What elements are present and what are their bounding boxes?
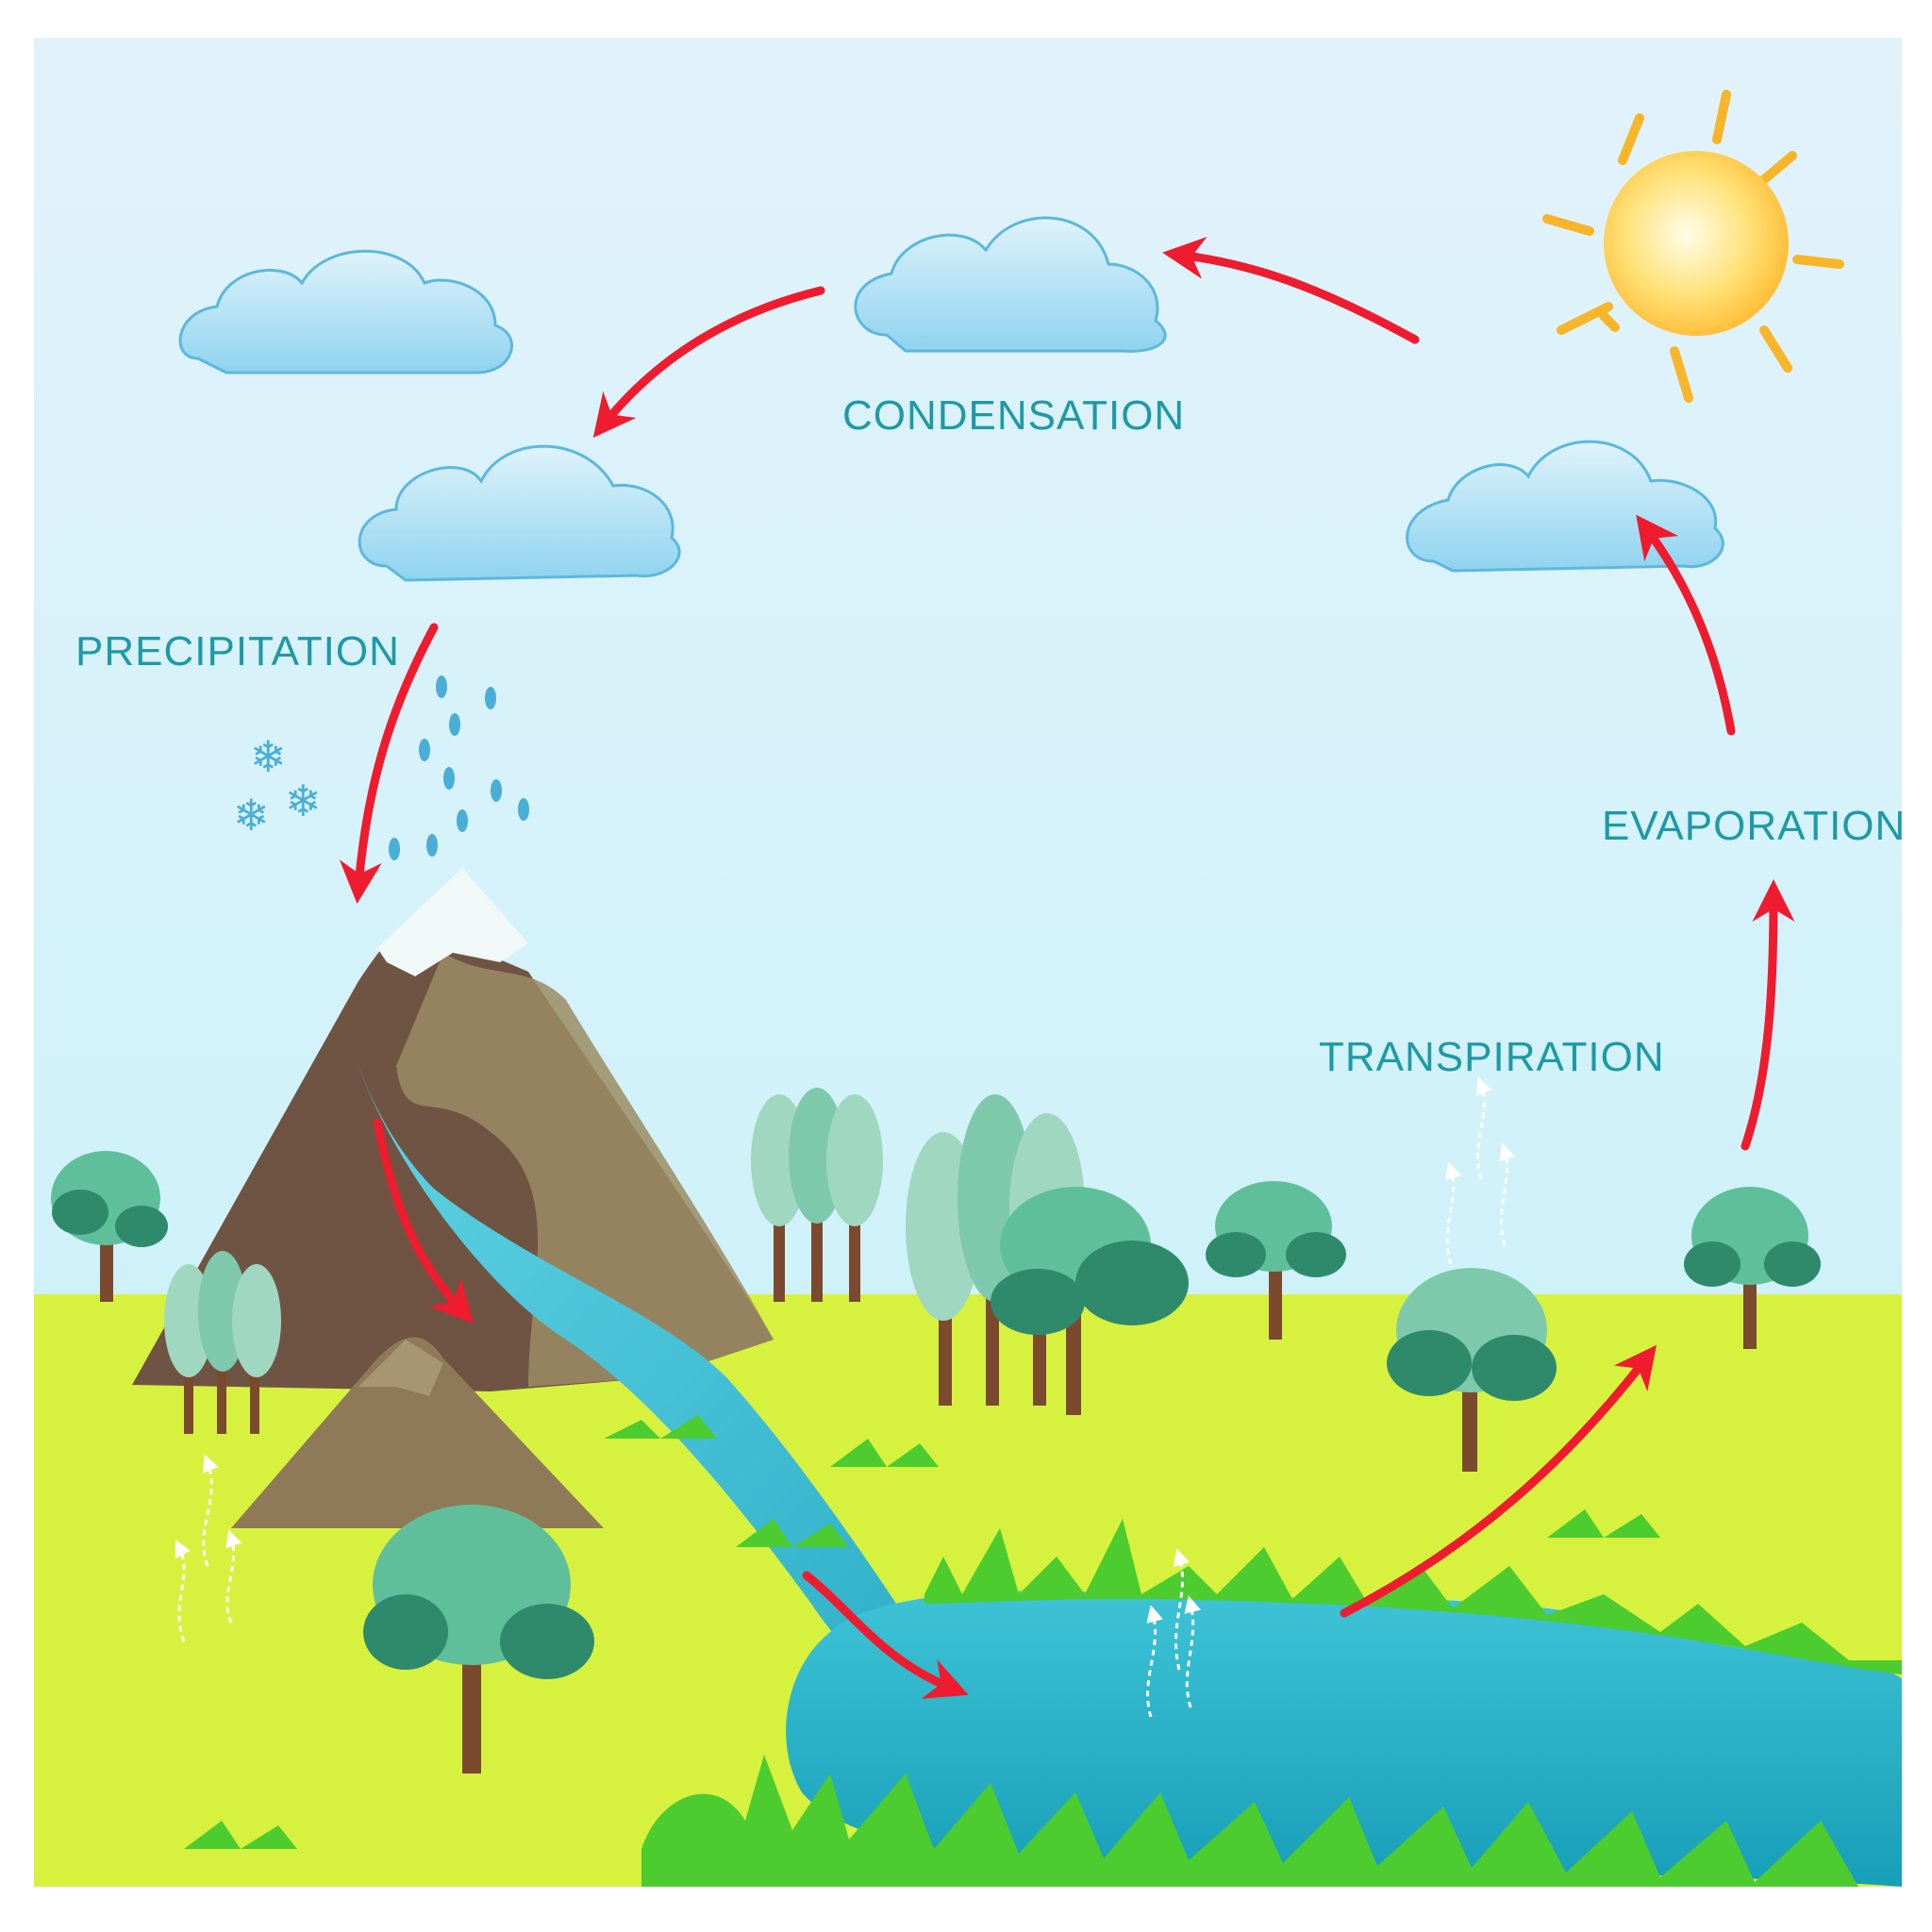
condensation-label: CONDENSATION — [842, 392, 1185, 439]
cloud-icon — [358, 444, 681, 582]
tree-icon — [991, 1187, 1189, 1415]
precipitation-label: PRECIPITATION — [75, 628, 400, 675]
mountain-icon — [132, 868, 774, 1391]
tree-icon — [363, 1505, 594, 1774]
mountain-icon — [231, 1337, 604, 1528]
tree-icon — [164, 1251, 281, 1434]
tree-icon — [1684, 1187, 1821, 1349]
grass-tuft — [184, 1415, 1660, 1849]
cycle-arrow — [339, 237, 1795, 1699]
cloud-icon — [178, 249, 513, 375]
svg-text:❄: ❄ — [233, 790, 270, 841]
tree-icon — [751, 1088, 883, 1302]
sun-icon — [1542, 90, 1844, 403]
river — [358, 1066, 934, 1672]
evaporation-label: EVAPORATION — [1602, 803, 1906, 849]
cloud-icon — [854, 216, 1167, 353]
raindrop-icon — [389, 675, 529, 860]
lake-grass — [641, 1519, 1902, 1887]
tree-icon — [1206, 1181, 1346, 1340]
tree-icon — [1387, 1268, 1557, 1472]
vapor-arrow — [175, 1076, 1516, 1718]
tree-icon — [51, 1151, 168, 1302]
svg-text:❄: ❄ — [250, 731, 287, 782]
transpiration-label: TRANSPIRATION — [1319, 1034, 1665, 1080]
svg-text:❄: ❄ — [285, 775, 322, 826]
snowflake-icon: ❄ ❄ ❄ — [233, 731, 322, 841]
